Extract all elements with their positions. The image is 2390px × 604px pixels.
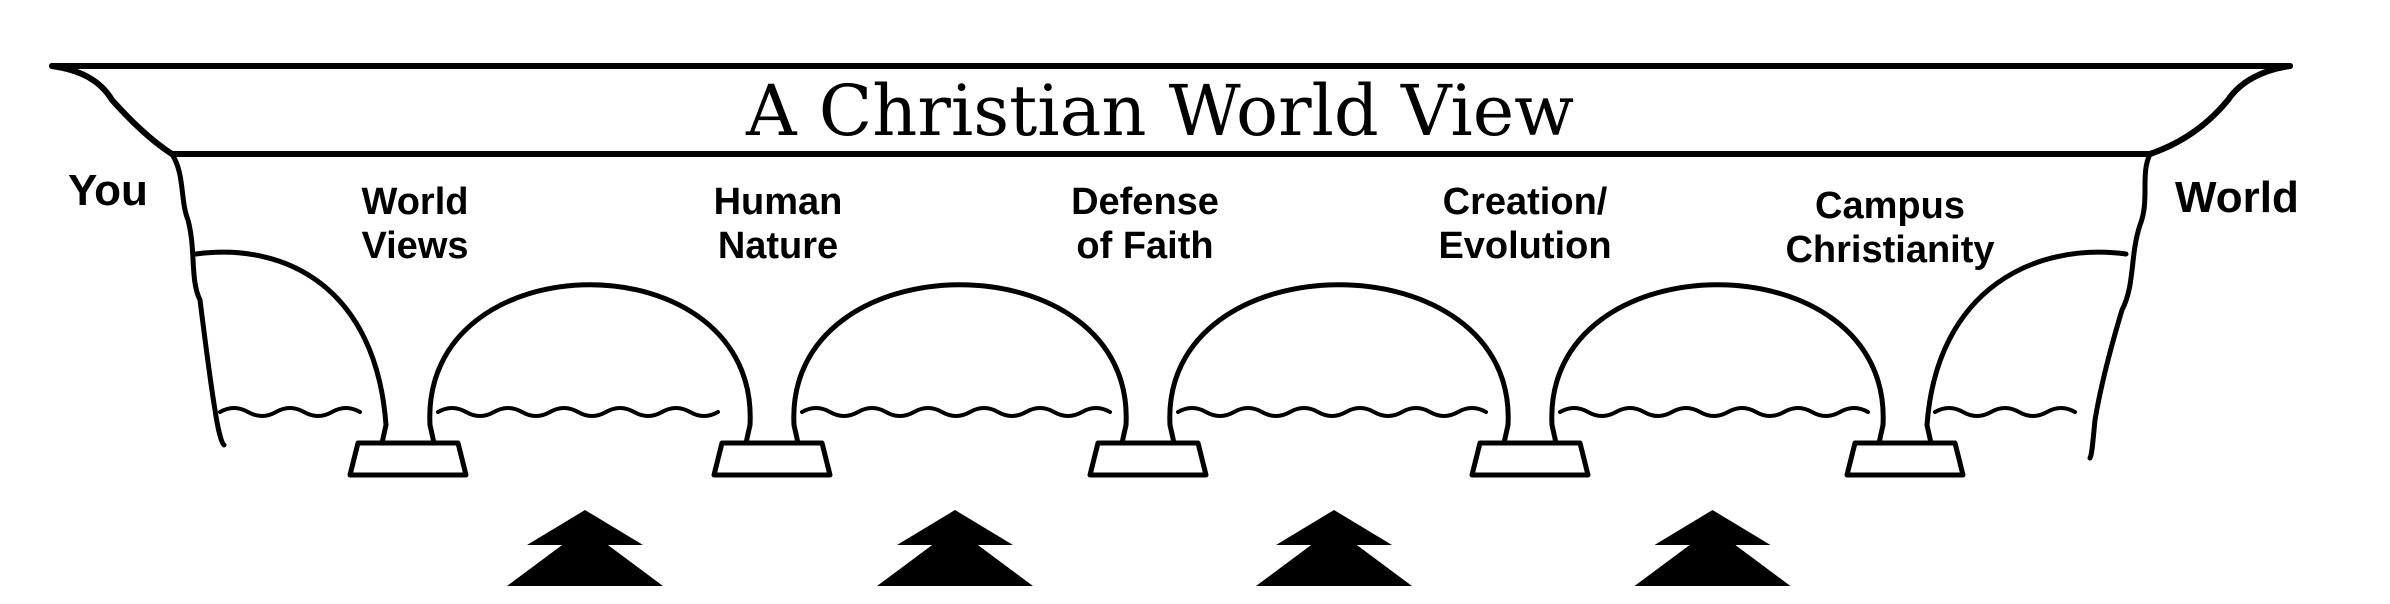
pier-side xyxy=(1501,422,1511,446)
pier-side xyxy=(1119,422,1129,446)
bridge-deck xyxy=(49,63,2293,157)
pier-base xyxy=(1844,440,1966,478)
right-bank xyxy=(2087,151,2153,461)
pier-side xyxy=(1549,422,1559,446)
pillar-label-line1: World xyxy=(362,181,469,223)
wave xyxy=(1176,406,1488,418)
diagram-title: A Christian World View xyxy=(745,70,1574,152)
arch xyxy=(791,282,1129,428)
pier-side xyxy=(743,422,753,446)
pier-bases-group xyxy=(347,422,1966,478)
pillar-label-line1: Campus xyxy=(1815,185,1965,227)
up-arrow-icon xyxy=(877,510,1033,586)
up-arrow-icon xyxy=(1256,510,1412,586)
arrow-head-lower xyxy=(1634,528,1791,586)
pier-base xyxy=(1087,440,1209,478)
arrow-head-lower xyxy=(507,528,663,586)
pier-base xyxy=(1469,440,1591,478)
pillar-label-line1: Defense xyxy=(1071,181,1219,223)
arch xyxy=(193,249,389,428)
arrow-head-lower xyxy=(877,528,1033,586)
arches-group xyxy=(193,249,2129,428)
wave xyxy=(436,406,720,418)
pier-side xyxy=(791,422,801,446)
pier-side xyxy=(427,422,437,446)
arrow-head-upper xyxy=(527,510,643,545)
pier-side xyxy=(379,422,389,446)
pier-base xyxy=(711,440,833,478)
up-arrow-icon xyxy=(507,510,663,586)
arrows-group xyxy=(507,510,1791,586)
pillar-label-line2: Views xyxy=(361,225,468,267)
wave xyxy=(1558,406,1870,418)
arch xyxy=(427,282,753,428)
arch xyxy=(1549,282,1886,428)
pillar-label-line1: Creation/ xyxy=(1443,181,1608,223)
pier-side xyxy=(1924,422,1934,446)
arch xyxy=(1924,249,2129,428)
pillar-label-line2: of Faith xyxy=(1076,225,1213,267)
up-arrow-icon xyxy=(1634,510,1791,586)
wave xyxy=(218,406,362,418)
arrow-head-upper xyxy=(1276,510,1392,545)
pier-side xyxy=(1167,422,1177,446)
pillar-labels: World Views Human Nature Defense of Fait… xyxy=(361,181,1994,271)
arrow-head-upper xyxy=(1654,510,1771,545)
arch xyxy=(1167,282,1511,428)
pier-base xyxy=(347,440,469,478)
left-label-you: You xyxy=(68,166,148,215)
pillar-label-line2: Nature xyxy=(718,225,838,267)
right-label-world: World xyxy=(2175,173,2299,222)
pillar-label-line1: Human xyxy=(714,181,843,223)
pillar-label-line2: Christianity xyxy=(1785,229,1994,271)
pier-side xyxy=(1876,422,1886,446)
arrow-head-lower xyxy=(1256,528,1412,586)
arrow-head-upper xyxy=(897,510,1013,545)
pillar-label-line2: Evolution xyxy=(1438,225,1611,267)
left-bank xyxy=(169,151,227,448)
water-waves xyxy=(218,406,2077,418)
wave xyxy=(800,406,1112,418)
wave xyxy=(1933,406,2077,418)
